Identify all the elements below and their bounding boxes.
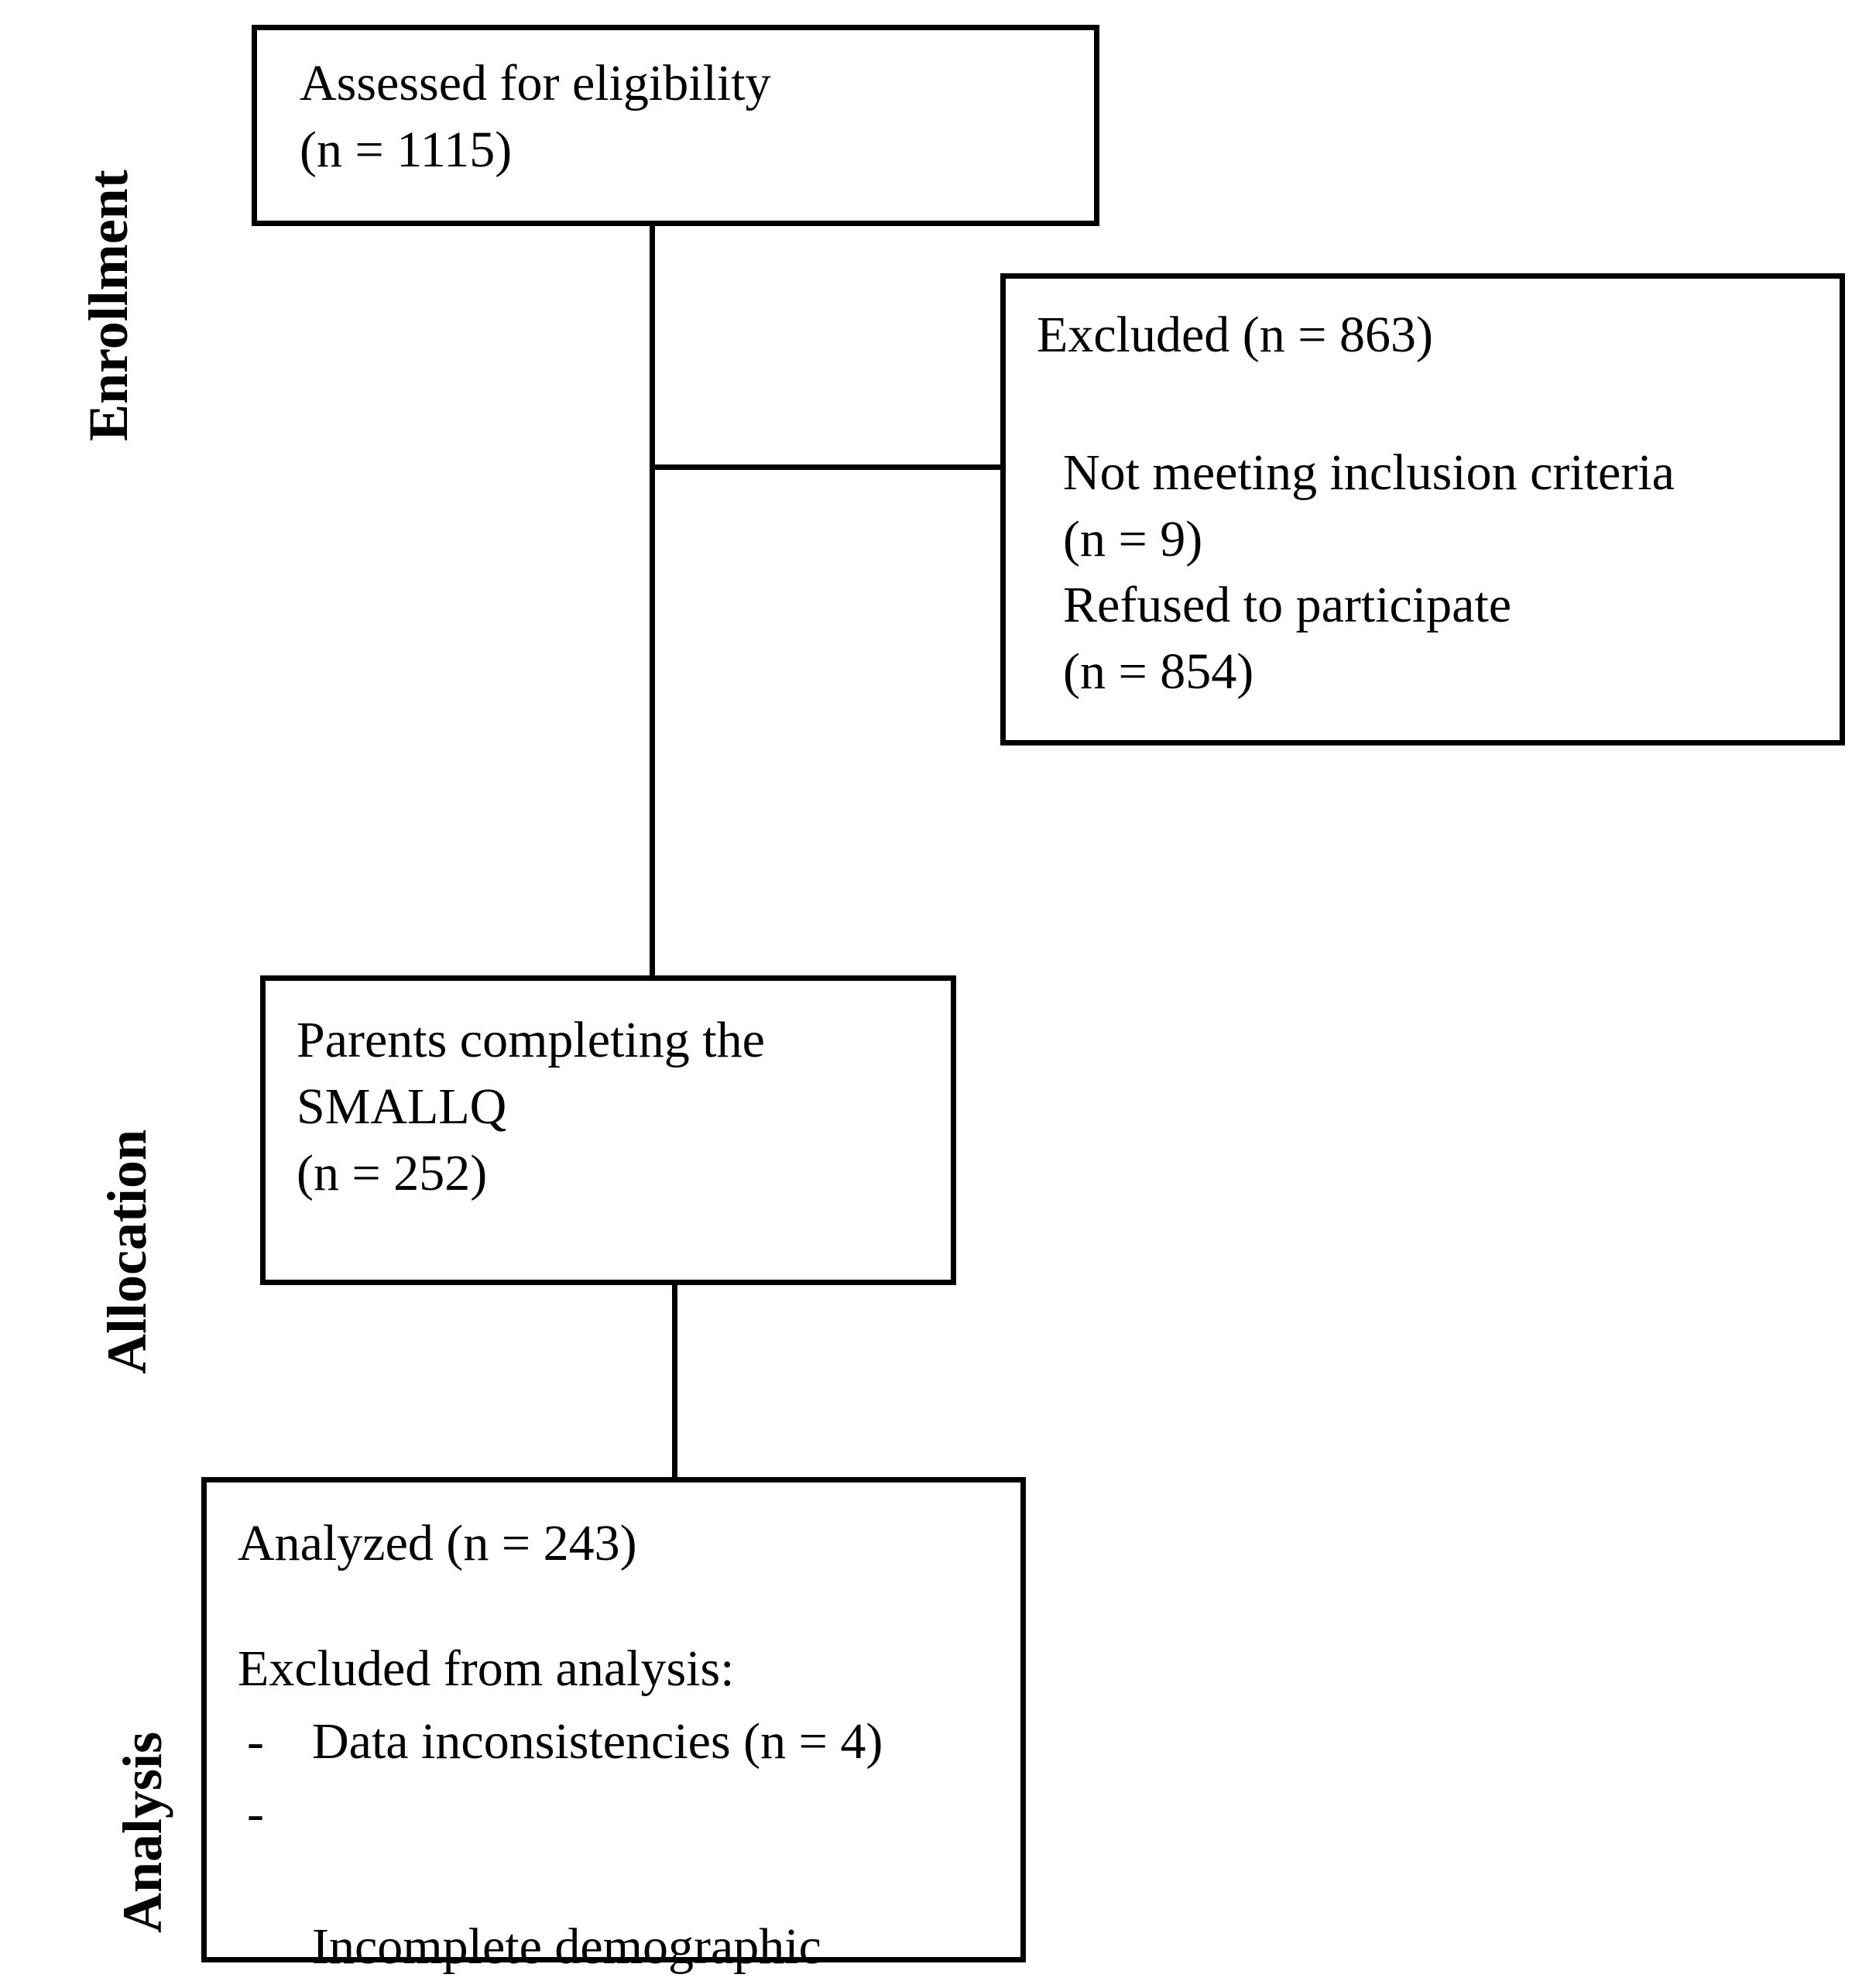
stage-label-analysis: Analysis: [111, 1731, 173, 1933]
bullet-marker-icon: -: [247, 1712, 264, 1770]
excluded-reason-1-line-2: (n = 9): [1063, 510, 1203, 567]
box-excluded: Excluded (n = 863) Not meeting inclusion…: [1000, 273, 1845, 746]
excluded-header: Excluded (n = 863): [1037, 307, 1433, 363]
parents-line-2: SMALLQ: [297, 1078, 507, 1135]
bullet-marker-icon: -: [247, 1785, 264, 1842]
assessed-line-2: (n = 1115): [300, 121, 513, 178]
stage-label-enrollment: Enrollment: [77, 170, 139, 441]
excluded-spacer: [1037, 368, 1840, 440]
box-assessed-for-eligibility: Assessed for eligibility (n = 1115): [252, 25, 1099, 226]
assessed-line-1: Assessed for eligibility: [300, 55, 771, 111]
excluded-reason-1-line-1: Not meeting inclusion criteria: [1063, 444, 1675, 501]
analyzed-bullet-1-text: Data inconsistencies (n = 4): [312, 1712, 883, 1770]
box-analyzed: Analyzed (n = 243) Excluded from analysi…: [201, 1477, 1026, 1975]
parents-line-1: Parents completing the: [297, 1012, 765, 1068]
analyzed-excluded-header: Excluded from analysis:: [238, 1640, 735, 1697]
excluded-reason-2-line-2: (n = 854): [1063, 643, 1254, 701]
analyzed-bullet-2-text-group: Incomplete demographic data (n = 5): [312, 1781, 1020, 1988]
stage-label-allocation: Allocation: [96, 1129, 158, 1374]
connector-assessed-to-parents: [650, 225, 655, 977]
analyzed-bullet-2: - Incomplete demographic data (n = 5): [238, 1781, 1020, 1988]
analyzed-bullet-1: - Data inconsistencies (n = 4): [238, 1709, 1020, 1775]
analyzed-spacer: [238, 1577, 1020, 1636]
box-parents-completing-smallq: Parents completing the SMALLQ (n = 252): [260, 975, 956, 1285]
connector-parents-to-analyzed: [672, 1284, 677, 1479]
analyzed-bullet-2-line-1: Incomplete demographic: [312, 1918, 821, 1975]
excluded-reason-2-line-1: Refused to participate: [1063, 577, 1512, 634]
parents-line-3: (n = 252): [297, 1144, 488, 1201]
connector-assessed-to-excluded: [650, 464, 1003, 470]
analyzed-header: Analyzed (n = 243): [238, 1515, 637, 1572]
